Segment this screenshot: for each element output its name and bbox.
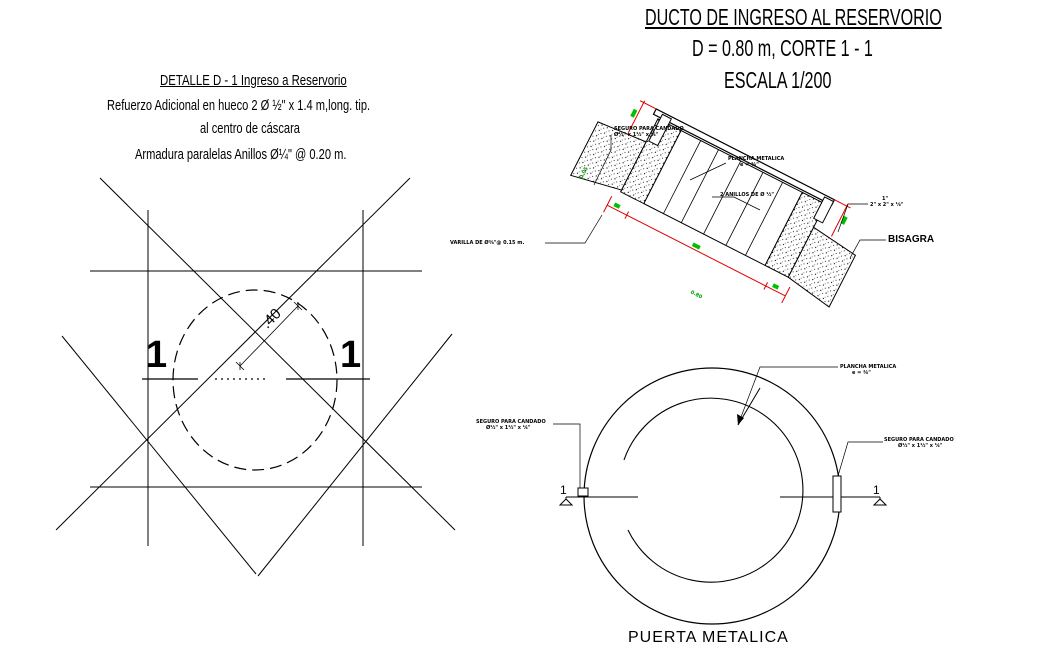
callout-angle: 1" 2" x 2" x ⅛" — [870, 196, 904, 208]
callout-seguro-right: SEGURO PARA CANDADO Ø½" x 1½" x ¼" — [884, 437, 954, 449]
detail-title: DETALLE D - 1 Ingreso a Reservorio — [160, 72, 347, 89]
duct-section — [569, 100, 857, 308]
door-inner-arc — [623, 397, 804, 583]
dimension-lines — [603, 100, 851, 304]
section-marker-right: 1 — [340, 334, 362, 376]
reinforcement-grid — [55, 177, 456, 577]
plan-label: PUERTA METALICA — [628, 629, 789, 646]
duct-subtitle: D = 0.80 m, CORTE 1 - 1 — [692, 35, 873, 61]
door-outer-circle — [583, 367, 841, 625]
section-marker-left: 1 — [146, 334, 168, 376]
callout-seguro-top: SEGURO PARA CANDADO Ø½" x 1½" x ¼" — [614, 126, 684, 138]
callout-bisagra: BISAGRA — [888, 234, 935, 245]
plan-section-right: 1 — [873, 483, 880, 497]
duct-scale: ESCALA 1/200 — [724, 67, 832, 93]
callout-anillos: 2 ANILLOS DE Ø ½" — [720, 192, 774, 198]
detail-note-line1: Refuerzo Adicional en hueco 2 Ø ½" x 1.4… — [107, 97, 371, 114]
callout-seguro-left: SEGURO PARA CANDADO Ø½" x 1½" x ¼" — [476, 419, 546, 431]
duct-body — [643, 129, 803, 267]
arrow-head — [737, 414, 744, 425]
callout-plancha-plan: PLANCHA METALICA e = ⅜" — [840, 364, 897, 376]
hinge-block — [813, 196, 835, 224]
detail-note-line3: Armadura paralelas Anillos Ø¼" @ 0.20 m. — [135, 146, 347, 163]
callout-plancha: PLANCHA METALICA e = ⅜" — [728, 156, 785, 168]
hasp-left — [577, 487, 589, 497]
plan-section-line — [558, 496, 888, 506]
opening-circle — [172, 289, 338, 471]
duct-title: DUCTO DE INGRESO AL RESERVORIO — [645, 4, 942, 30]
plan-section-left: 1 — [560, 483, 567, 497]
callout-varilla: VARILLA DE Ø⅜"@ 0.15 m. — [450, 240, 525, 246]
lock-block — [648, 113, 672, 147]
radius-dimension — [235, 301, 303, 371]
leader-lines — [545, 135, 886, 490]
detail-note-line2: al centro de cáscara — [200, 120, 300, 137]
hasp-right — [832, 475, 842, 513]
